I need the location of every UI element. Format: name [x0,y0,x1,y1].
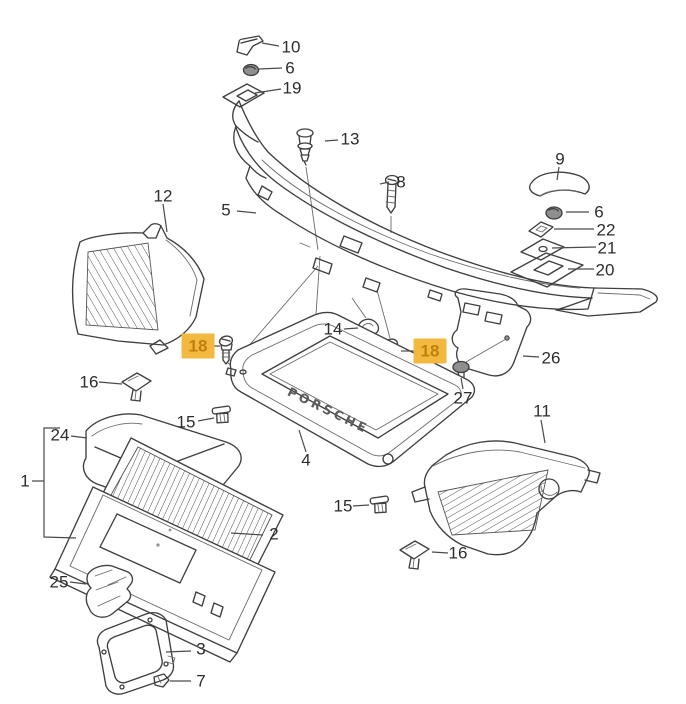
part-21-clip-plate-icon [520,238,565,261]
callout-6-right[interactable]: 6 [594,202,604,222]
part-12-left-deflector [71,223,205,355]
part-20-seal-icon [510,252,584,288]
callout-16-left[interactable]: 16 [79,372,99,392]
part-13-rivet-icon [296,128,314,166]
callout-15-right[interactable]: 15 [333,496,353,516]
part-22-clip-icon [528,221,554,238]
part-1-housing-tray [49,486,276,663]
part-7-clip-icon [153,673,170,688]
callout-19[interactable]: 19 [282,78,302,98]
part-16-cap-left-icon [121,372,152,402]
callout-10[interactable]: 10 [281,37,301,57]
callout-8[interactable]: 8 [396,172,406,192]
callout-16-right[interactable]: 16 [448,543,468,563]
part-15-clip-right-icon [369,495,389,514]
callout-9[interactable]: 9 [555,149,565,169]
callout-25[interactable]: 25 [49,572,69,592]
part-25-bracket-icon [85,564,134,618]
callout-5[interactable]: 5 [221,200,231,220]
callout-18-selected-left[interactable]: 18 [181,333,215,359]
part-3-seal-frame [96,612,176,695]
part-8-screw-icon [384,174,400,214]
bracket-1 [32,427,77,539]
callout-15-left[interactable]: 15 [176,412,196,432]
callout-3[interactable]: 3 [196,639,206,659]
callout-18-selected-right[interactable]: 18 [413,338,447,364]
callout-14[interactable]: 14 [323,319,343,339]
callout-26[interactable]: 26 [541,348,561,368]
callout-7[interactable]: 7 [196,671,206,691]
part-10-clip-icon [236,35,264,56]
part-4-center-cover: PORSCHE [225,311,476,468]
part-26-panel [451,288,532,377]
leader-lines [69,42,597,682]
part-9-cover-icon [529,171,590,197]
callout-22[interactable]: 22 [596,220,616,240]
callout-6-top[interactable]: 6 [285,58,295,78]
callout-20[interactable]: 20 [595,260,615,280]
part-27-grommet-icon [452,360,470,378]
part-16-cap-right-icon [399,540,430,570]
callout-21[interactable]: 21 [597,238,617,258]
callout-2[interactable]: 2 [269,524,279,544]
callout-24[interactable]: 24 [50,425,70,445]
part-11-right-deflector [411,440,601,556]
part-19-plate-icon [222,83,265,108]
part-6-nut-right-icon [545,206,563,220]
callout-13[interactable]: 13 [340,129,360,149]
callout-4[interactable]: 4 [301,450,311,470]
part-18-screw-left-icon [218,335,234,365]
callout-12[interactable]: 12 [153,186,173,206]
part-6-nut-top-icon [242,63,260,77]
part-15-clip-left-icon [211,405,231,424]
callout-1[interactable]: 1 [20,471,30,491]
callout-27[interactable]: 27 [453,388,473,408]
callout-11[interactable]: 11 [533,401,551,421]
